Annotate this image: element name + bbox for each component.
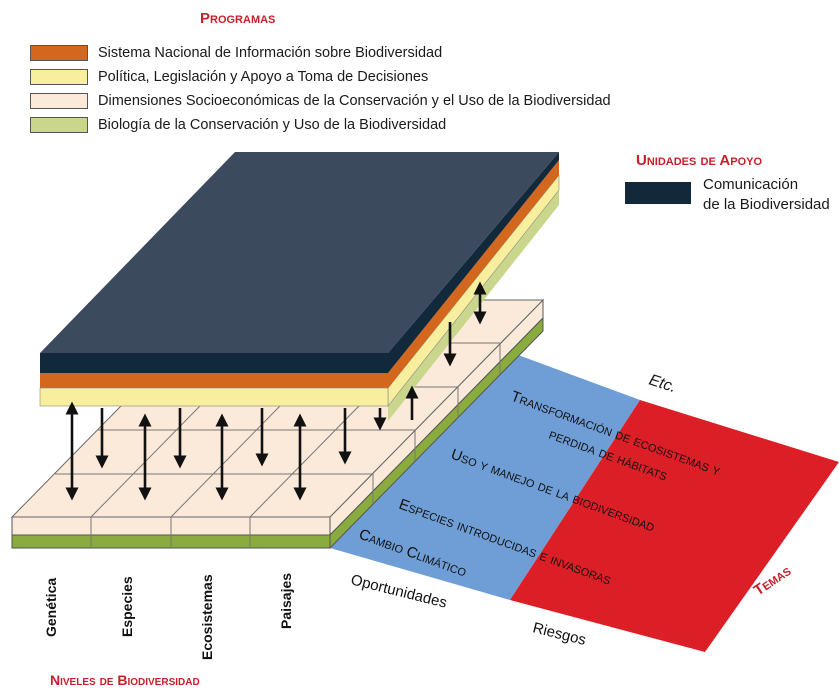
grid-side-green <box>329 316 544 550</box>
legend-label-politica: Política, Legislación y Apoyo a Toma de … <box>98 69 429 85</box>
nivel-paisajes: Paisajes <box>278 573 294 629</box>
slab-orange-front <box>40 373 388 388</box>
legend-row-biologia: Biología de la Conservación y Uso de la … <box>30 116 446 134</box>
temas-oportunidades-area <box>330 352 640 600</box>
slab-dark-front <box>40 353 388 373</box>
nivel-especies: Especies <box>119 576 135 637</box>
legend-label-sistema-nacional: Sistema Nacional de Información sobre Bi… <box>98 45 443 61</box>
legend-row-politica: Política, Legislación y Apoyo a Toma de … <box>30 68 428 86</box>
slab-top-face <box>40 152 559 353</box>
legend-swatch-orange <box>30 45 88 61</box>
unidades-label-2: de la Biodiversidad <box>703 196 830 213</box>
linkage-arrows <box>65 281 487 501</box>
nivel-ecosistemas: Ecosistemas <box>199 574 215 660</box>
unidades-swatch <box>625 182 691 204</box>
legend-swatch-yellow <box>30 69 88 85</box>
legend-row-sistema-nacional: Sistema Nacional de Información sobre Bi… <box>30 44 442 62</box>
niveles-title: Niveles de Biodiversidad <box>50 672 200 688</box>
legend-swatch-peach <box>30 93 88 109</box>
legend-label-biologia: Biología de la Conservación y Uso de la … <box>98 117 447 133</box>
legend-swatch-green <box>30 117 88 133</box>
temas-riesgos-area <box>510 400 839 652</box>
temas-etc-label: Etc. <box>647 372 678 397</box>
slab-dark-side <box>388 152 559 373</box>
slab-orange-side <box>388 160 559 388</box>
unidades-label-1: Comunicación <box>703 176 799 193</box>
programas-title: Programas <box>200 10 276 27</box>
nivel-genetica: Genética <box>43 578 59 637</box>
unidades-title: Unidades de Apoyo <box>636 152 763 169</box>
riesgos-label: Riesgos <box>531 619 588 649</box>
legend-label-dimensiones: Dimensiones Socioeconómicas de la Conser… <box>98 93 611 109</box>
legend-row-dimensiones: Dimensiones Socioeconómicas de la Conser… <box>30 92 611 110</box>
slab-yellow-front <box>39 387 389 407</box>
